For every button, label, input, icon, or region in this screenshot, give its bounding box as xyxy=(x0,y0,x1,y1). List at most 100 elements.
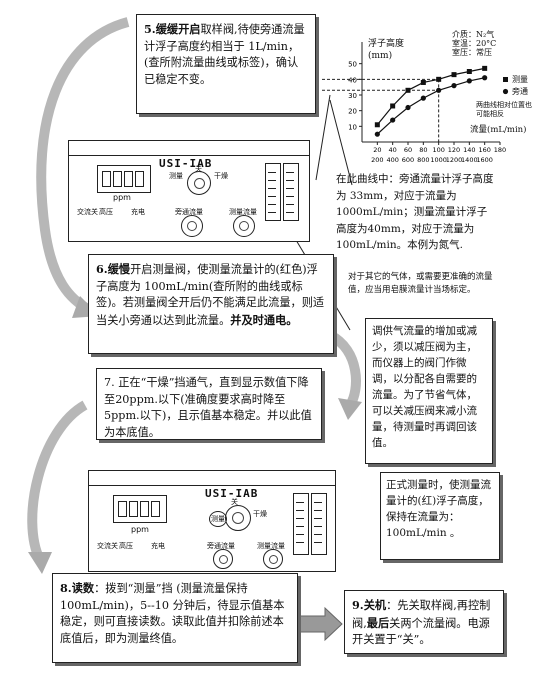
step6-box: 6.缓慢开启测量阀，使测量流量计的(红色)浮子高度为 100mL/min(查所附… xyxy=(88,254,334,354)
pressure-note-box: 调供气流量的增加或减少，须以减压阀为主，而仪器上的阀门作微调，以分配各自需要的流… xyxy=(365,318,493,464)
measure-flowmeter xyxy=(283,163,299,221)
series-point-0 xyxy=(420,79,426,85)
x-tick-label-bottom: 1400 xyxy=(461,156,478,164)
series-point-1 xyxy=(466,78,472,84)
step5-box: 5.缓缓开启取样阀,待使旁通流量计浮子高度约相当于 1L/min，(查所附流量曲… xyxy=(136,14,316,114)
device2-model: USI-IAB xyxy=(205,487,259,500)
x-tick-label-bottom: 800 xyxy=(417,156,429,164)
label2-off: 关 xyxy=(111,542,118,550)
series-point-1 xyxy=(482,75,488,81)
series-point-1 xyxy=(390,117,396,123)
step5-num: 5. xyxy=(144,22,156,36)
x-tick-label-bottom: 200 xyxy=(371,156,383,164)
step9-lead2: 最后 xyxy=(366,615,390,630)
ppm-unit-2: ppm xyxy=(131,525,149,534)
step9-box: 9.关机：先关取样阀,再控制阀,最后关两个流量阀。电源开关置于“关”。 xyxy=(344,590,504,654)
label-charge: 充电 xyxy=(131,208,145,216)
instrument-top: USI-IAB ppm 测量 干燥 关 交流 关 高压 充电 旁通流量 测量流量 xyxy=(68,140,310,242)
x-tick-label: 100 xyxy=(432,146,444,154)
label-measure-switch: 测量 xyxy=(169,172,183,180)
step5-lead: 缓缓开启 xyxy=(155,22,201,36)
series-point-0 xyxy=(451,72,457,78)
chart-xlabel: 流量(mL/min) xyxy=(470,125,527,135)
step7-box: 7. 正在“干燥”挡通气，直到显示数值下降至20ppm.以下(准确度要求高时降至… xyxy=(96,368,322,440)
x-tick-label: 140 xyxy=(463,146,475,154)
series-point-0 xyxy=(390,103,396,109)
step6-num: 6. xyxy=(96,262,108,276)
step5-text: 取样阀,待使旁通流量计浮子高度约相当于 1L/min，(查所附流量曲线或标签)，… xyxy=(144,23,305,86)
x-tick-label: 180 xyxy=(494,146,506,154)
step9-text1: ：先关取样阀,再控制阀, xyxy=(352,599,491,630)
device-model: USI-IAB xyxy=(159,157,213,170)
chart-medium-2: 室温：20°C xyxy=(452,39,497,48)
x-tick-label: 120 xyxy=(448,146,460,154)
label-off-switch: 关 xyxy=(195,165,202,173)
step9-num: 9. xyxy=(352,598,364,612)
label-measure-flow: 测量流量 xyxy=(229,208,257,216)
label-high-voltage: 高压 xyxy=(99,208,113,216)
mode-knob[interactable] xyxy=(187,171,211,195)
step8-num: 8. xyxy=(60,581,72,595)
series-point-1 xyxy=(436,87,442,93)
bypass-valve-knob-2[interactable] xyxy=(213,549,233,569)
y-tick-label: 50 xyxy=(348,61,357,69)
curve-note-2: 对于其它的气体，或需要更准确的流量值，应当用皂膜流量计当场标定。 xyxy=(348,272,493,295)
y-tick-label: 20 xyxy=(348,108,357,116)
connector-to-chart xyxy=(315,94,331,181)
label-power: 交流 xyxy=(77,208,91,216)
step6-tail: 并及时通电。 xyxy=(230,312,298,327)
label-bypass-flow: 旁通流量 xyxy=(175,208,203,216)
x-tick-label-bottom: 1600 xyxy=(476,156,493,164)
measure-valve-knob[interactable] xyxy=(233,215,255,237)
bypass-valve-knob[interactable] xyxy=(181,215,203,237)
series-point-0 xyxy=(374,122,380,128)
label2-charge: 充电 xyxy=(151,542,165,550)
legend-measure: 测量 xyxy=(512,75,528,84)
x-tick-label: 80 xyxy=(419,146,427,154)
series-point-1 xyxy=(374,131,380,137)
series-line-0 xyxy=(376,67,485,126)
label2-dry-switch: 干燥 xyxy=(253,510,267,518)
x-tick-label: 160 xyxy=(478,146,490,154)
step8-lead: 读数 xyxy=(71,581,95,595)
x-tick-label: 20 xyxy=(373,146,381,154)
chart-ylabel: 浮子高度(mm) xyxy=(368,39,405,61)
y-tick-label: 30 xyxy=(348,92,357,100)
legend-bypass: 旁通 xyxy=(512,87,528,96)
measure-valve-knob-2[interactable] xyxy=(263,549,283,569)
x-tick-label-bottom: 600 xyxy=(402,156,414,164)
step7-text: 7. 正在“干燥”挡通气，直到显示数值下降至20ppm.以下(准确度要求高时降至… xyxy=(104,376,312,439)
series-point-0 xyxy=(405,87,411,93)
measure-note: 正式测量时，使测量流量计的(红)浮子高度，保持在流量为：100mL/min 。 xyxy=(386,479,491,539)
step6-lead: 缓慢 xyxy=(107,262,131,276)
step8-box: 8.读数：拨到“测量”挡 (测量流量保持100mL/min)，5--10 分钟后… xyxy=(52,573,298,663)
series-line-1 xyxy=(376,77,485,135)
arrow-8-to-9 xyxy=(299,606,343,642)
series-point-1 xyxy=(405,104,411,111)
mode-knob-2[interactable] xyxy=(225,505,251,531)
bypass-flowmeter-2 xyxy=(293,493,309,555)
label2-bypass-flow: 旁通流量 xyxy=(207,542,235,550)
y-tick-label: 10 xyxy=(348,123,357,131)
series-point-0 xyxy=(436,76,442,82)
curve-arrow-left xyxy=(27,400,88,563)
chart-medium-1: 介质：N₂气 xyxy=(452,30,495,39)
measure-flowmeter-2 xyxy=(311,493,327,555)
label2-high-voltage: 高压 xyxy=(119,542,133,550)
label2-off-switch: 关 xyxy=(231,498,238,506)
step9-text2: 关两个流量阀。电源开关置于“关”。 xyxy=(352,616,490,647)
label2-measure-flow: 测量流量 xyxy=(257,542,285,550)
x-tick-label: 40 xyxy=(389,146,397,154)
step8-text: ：拨到“测量”挡 (测量流量保持100mL/min)，5--10 分钟后，待显示… xyxy=(60,582,285,645)
chart-medium-3: 室压：常压 xyxy=(452,48,492,57)
ppm-display-2 xyxy=(113,495,167,523)
series-point-0 xyxy=(482,65,488,71)
x-tick-label-bottom: 1200 xyxy=(446,156,463,164)
series-point-0 xyxy=(466,69,472,74)
bypass-flowmeter xyxy=(265,163,281,221)
label-off: 关 xyxy=(91,208,98,216)
series-point-1 xyxy=(451,83,457,89)
x-tick-label: 60 xyxy=(404,146,412,154)
step9-lead: 关机 xyxy=(363,598,387,612)
series-point-1 xyxy=(420,95,426,101)
